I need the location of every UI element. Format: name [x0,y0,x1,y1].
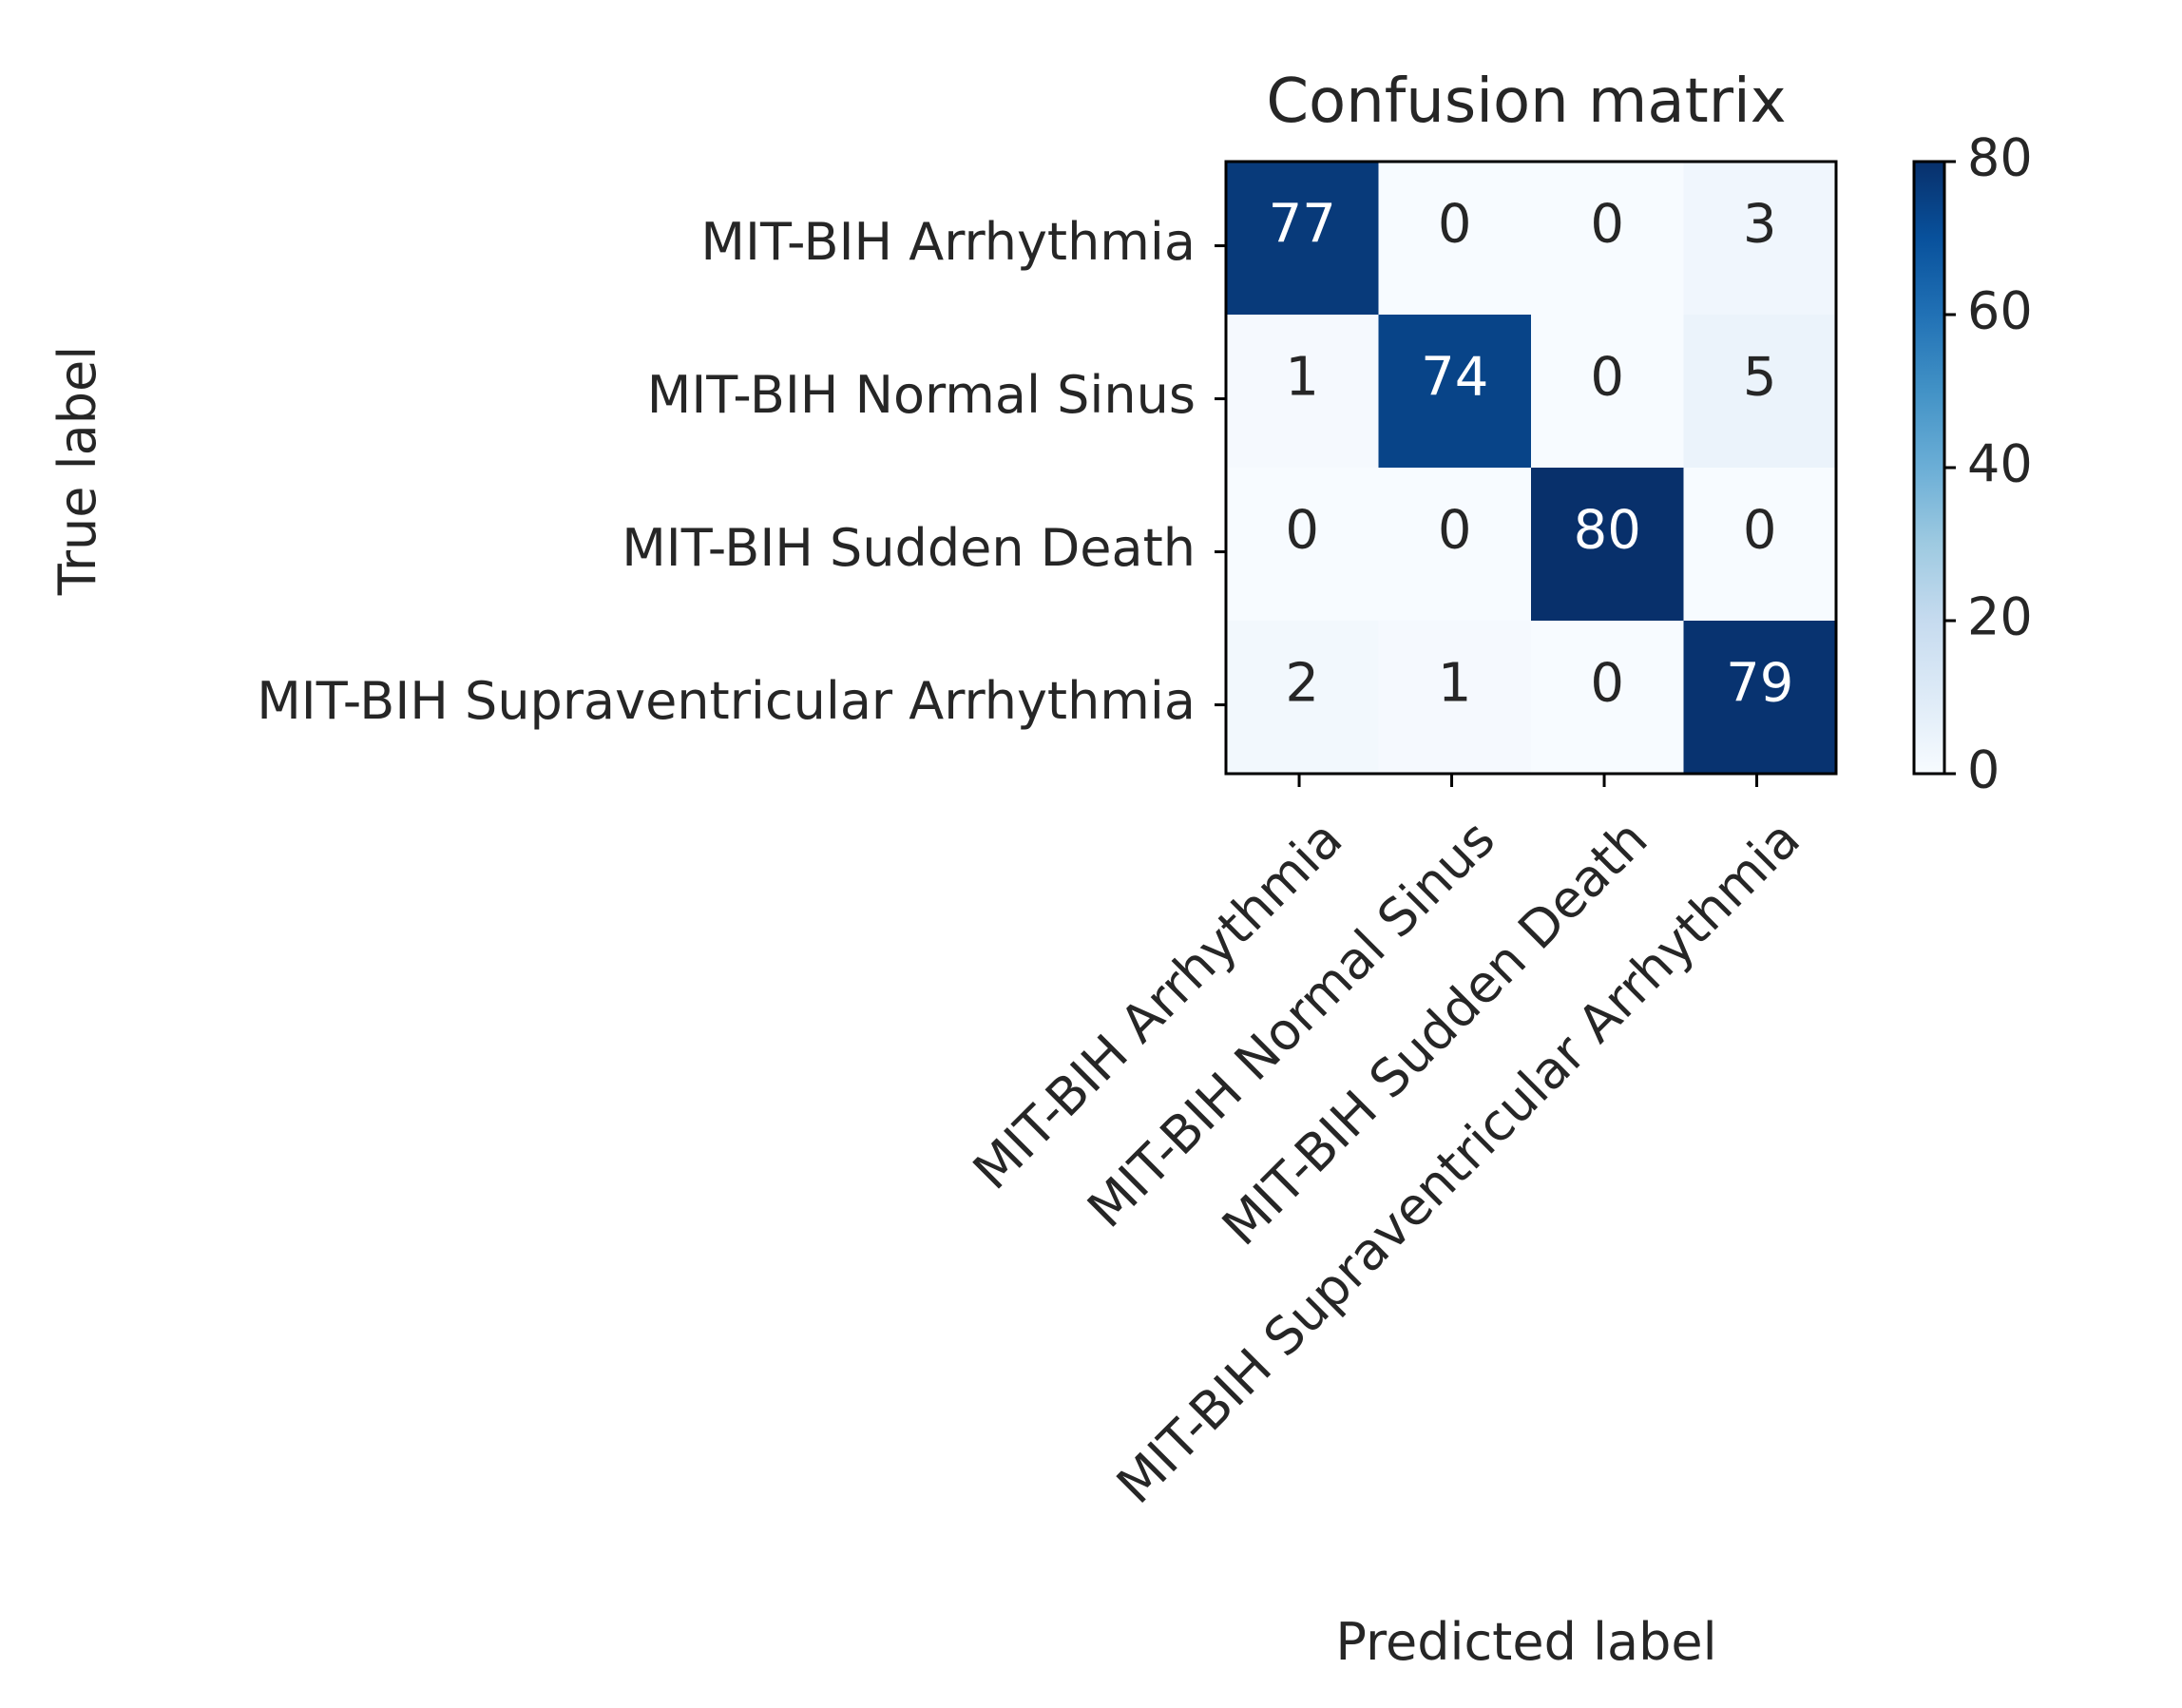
cell-value-label: 0 [1743,499,1777,561]
cell-value-label: 2 [1285,652,1319,714]
y-tick-label: MIT-BIH Supraventricular Arrhythmia [257,671,1196,731]
heatmap-cell [1378,468,1532,622]
cell-value-label: 79 [1726,652,1793,714]
heatmap-cell [1531,468,1684,622]
heatmap-cell [1226,315,1379,469]
colorbar-tick-label: 80 [1967,128,2033,188]
cell-value-label: 77 [1269,193,1336,255]
cell-value-label: 0 [1590,652,1624,714]
cell-value-label: 0 [1438,499,1472,561]
y-tick-label: MIT-BIH Normal Sinus [647,365,1196,425]
cell-value-labels: 77 0 0 3 1 74 0 5 0 0 80 0 2 1 0 79 [1269,193,1794,714]
heatmap-cell [1378,315,1532,469]
heatmap-cell [1683,162,1837,316]
cell-value-label: 1 [1285,346,1319,408]
heatmap-cell [1226,162,1379,316]
y-tick-label: MIT-BIH Sudden Death [622,518,1196,578]
y-axis-label: True label [48,346,107,596]
cell-value-label: 0 [1285,499,1319,561]
colorbar-tick-label: 40 [1967,434,2033,494]
cell-value-label: 80 [1574,499,1641,561]
heatmap-cell [1226,468,1379,622]
cell-value-label: 1 [1438,652,1472,714]
chart-title: Confusion matrix [1266,67,1786,137]
cell-value-label: 74 [1421,346,1488,408]
heatmap-cell [1683,315,1837,469]
colorbar-tick-label: 0 [1967,740,2000,800]
colorbar-ticks: 0 20 40 60 80 [1944,128,2033,800]
heatmap-cell [1226,621,1379,775]
y-tick-label: MIT-BIH Arrhythmia [700,212,1196,272]
axes-frame [1224,160,1838,776]
cell-value-label: 0 [1590,346,1624,408]
heatmap-cell [1378,162,1532,316]
colorbar [1912,160,1946,776]
cell-value-label: 3 [1743,193,1777,255]
heatmap-cell [1683,468,1837,622]
heatmap-cell [1683,621,1837,775]
cell-value-label: 0 [1590,193,1624,255]
colorbar-tick-label: 60 [1967,281,2033,341]
heatmap-cell [1531,621,1684,775]
heatmap-cells [1226,162,1837,775]
heatmap-cell [1531,315,1684,469]
heatmap-cell [1378,621,1532,775]
heatmap-cell [1531,162,1684,316]
x-axis-label: Predicted label [1335,1612,1716,1672]
cell-value-label: 5 [1743,346,1777,408]
colorbar-tick-label: 20 [1967,587,2033,647]
cell-value-label: 0 [1438,193,1472,255]
